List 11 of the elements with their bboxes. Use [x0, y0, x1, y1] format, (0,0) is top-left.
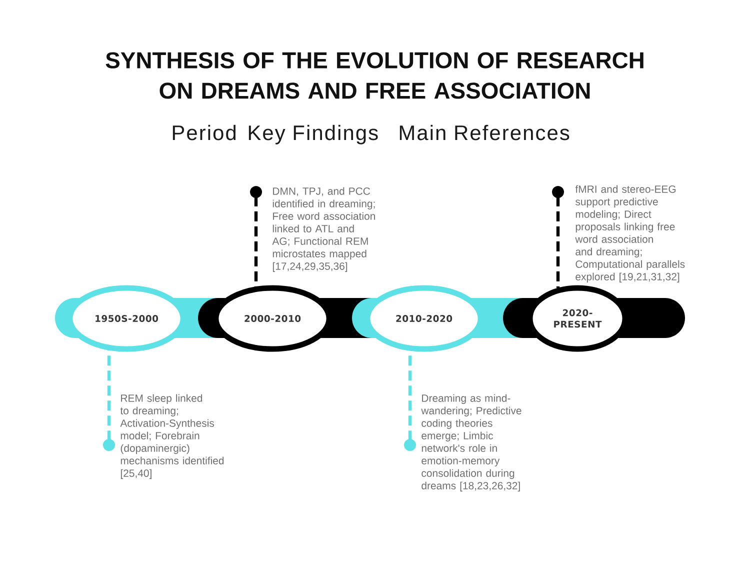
column-heading: Period: [172, 124, 236, 140]
column-heading: Key Findings: [248, 124, 378, 144]
leader-line: [552, 186, 564, 288]
findings-text: DMN, TPJ, and PCC identified in dreaming; Free word association linked to ATL and AG; Functional REM microstates mapped [17,24,29,35,36]: [272, 187, 375, 272]
leader-line: [103, 350, 115, 451]
title: SYNTHESIS OF THE EVOLUTION OF RESEARCH ON DREAMS AND FREE ASSOCIATION: [106, 52, 644, 99]
leader-line: [250, 186, 262, 288]
findings-text: fMRI and stereo-EEG support predictive modeling; Direct proposals linking free word association and dreaming; Computational parallels explored [19,21,31,32]: [575, 185, 685, 282]
findings-text: REM sleep linked to dreaming; Activation-Synthesis model; Forebrain (dopaminergic) mechanisms identified [25,40]: [120, 394, 224, 479]
findings-text: Dreaming as mind-wandering; Predictive coding theories emerge; Limbic network's role in emotion-memory consolidation during dreams [18,23,26,32]: [421, 394, 522, 492]
column-heading: Main References: [400, 124, 570, 140]
